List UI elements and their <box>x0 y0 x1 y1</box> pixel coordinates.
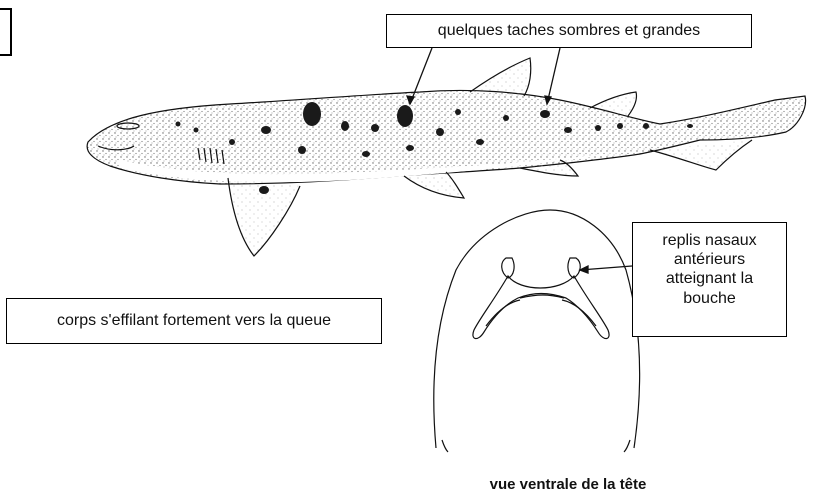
body-taper-label: corps s'effilant fortement vers la queue <box>6 298 382 344</box>
nasal-folds-label: replis nasaux antérieurs atteignant la b… <box>632 222 787 337</box>
ventral-head-view <box>434 210 640 452</box>
pelvic-fin <box>404 172 464 198</box>
spots-label: quelques taches sombres et grandes <box>386 14 752 48</box>
nasal-pointer <box>580 266 632 273</box>
ventral-mouth <box>473 276 609 339</box>
first-dorsal-fin <box>470 58 531 96</box>
ventral-view-caption: vue ventrale de la tête <box>438 476 698 493</box>
head-outline <box>434 210 640 448</box>
